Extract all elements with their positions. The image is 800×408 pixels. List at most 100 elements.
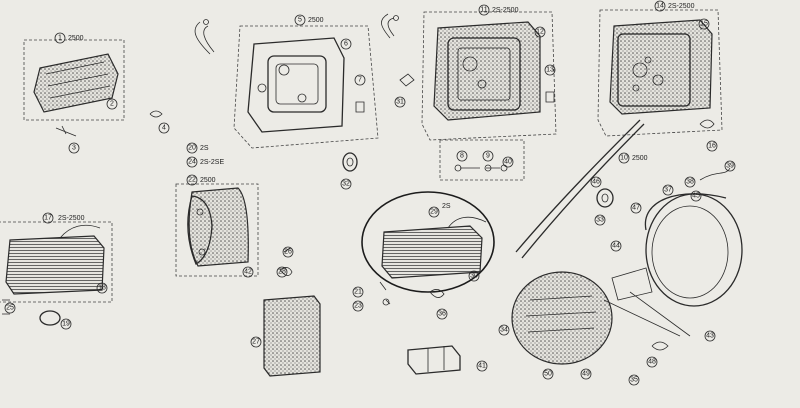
svg-text:2500: 2500 — [308, 17, 324, 24]
svg-text:36: 36 — [438, 311, 446, 318]
label-25: 25 — [4, 302, 16, 314]
svg-text:5: 5 — [298, 17, 302, 24]
label-17: 17 2S-2500 — [42, 212, 85, 224]
svg-text:2500: 2500 — [200, 177, 216, 184]
label-41: 41 — [476, 360, 488, 372]
label-8: 8 — [456, 150, 468, 162]
label-12: 12 — [534, 26, 546, 38]
svg-text:7: 7 — [358, 77, 362, 84]
svg-text:32: 32 — [342, 181, 350, 188]
highlighted-lamp — [361, 191, 495, 306]
label-43: 43 — [704, 330, 716, 342]
headlamp-lens — [511, 271, 613, 365]
connector-block — [407, 345, 461, 375]
screw-set — [439, 139, 525, 181]
label-24: 24 2S-2SE — [186, 156, 224, 168]
headlamp-assembly — [511, 167, 743, 365]
housing-part-5 — [247, 37, 345, 133]
svg-text:10: 10 — [620, 155, 628, 162]
label-4: 4 — [158, 122, 170, 134]
svg-text:2S: 2S — [200, 145, 209, 152]
svg-text:24: 24 — [188, 159, 196, 166]
label-49: 49 — [580, 368, 592, 380]
svg-text:22: 22 — [188, 177, 196, 184]
label-15: 15 — [698, 18, 710, 30]
svg-text:44: 44 — [612, 243, 620, 250]
svg-text:26: 26 — [284, 249, 292, 256]
label-46: 46 — [590, 176, 602, 188]
label-50: 50 — [542, 368, 554, 380]
svg-text:38: 38 — [686, 179, 694, 186]
label-1: 1 2500 — [54, 32, 84, 44]
svg-text:50: 50 — [544, 371, 552, 378]
label-6: 6 — [340, 38, 352, 50]
svg-text:2S-2500: 2S-2500 — [668, 3, 695, 10]
lamp-part-29 — [381, 225, 483, 279]
svg-text:33: 33 — [596, 217, 604, 224]
svg-text:37: 37 — [664, 187, 672, 194]
svg-text:48: 48 — [648, 359, 656, 366]
label-32: 32 — [340, 178, 352, 190]
svg-text:43: 43 — [706, 333, 714, 340]
body-part-22 — [188, 187, 249, 267]
label-38: 38 — [684, 176, 696, 188]
label-40: 40 — [502, 156, 514, 168]
plate-part-27 — [263, 295, 321, 377]
svg-text:40: 40 — [504, 159, 512, 166]
label-23: 23 — [352, 300, 364, 312]
label-3: 3 — [68, 142, 80, 154]
svg-text:2S-2500: 2S-2500 — [492, 7, 519, 14]
label-36: 36 — [436, 308, 448, 320]
svg-text:47: 47 — [632, 205, 640, 212]
svg-text:31: 31 — [396, 99, 404, 106]
svg-text:28: 28 — [278, 269, 286, 276]
label-44: 44 — [610, 240, 622, 252]
svg-text:39: 39 — [726, 163, 734, 170]
svg-text:35: 35 — [630, 377, 638, 384]
label-7: 7 — [354, 74, 366, 86]
svg-text:15: 15 — [700, 21, 708, 28]
label-18: 18 — [96, 282, 108, 294]
label-22: 22 2500 — [186, 174, 216, 186]
svg-text:4: 4 — [162, 125, 166, 132]
svg-text:17: 17 — [44, 215, 52, 222]
label-42: 42 — [242, 266, 254, 278]
reflector-plate — [263, 247, 321, 377]
lamp-group-17 — [0, 221, 113, 326]
svg-text:2S-2SE: 2S-2SE — [200, 159, 224, 166]
svg-text:2: 2 — [110, 101, 114, 108]
svg-text:12: 12 — [536, 29, 544, 36]
svg-text:20: 20 — [188, 145, 196, 152]
label-2: 2 — [106, 98, 118, 110]
svg-text:42: 42 — [244, 269, 252, 276]
svg-text:2S-2500: 2S-2500 — [58, 215, 85, 222]
label-35: 35 — [628, 374, 640, 386]
label-27: 27 — [250, 336, 262, 348]
svg-text:16: 16 — [708, 143, 716, 150]
svg-text:30: 30 — [470, 273, 478, 280]
svg-text:23: 23 — [354, 303, 362, 310]
svg-text:27: 27 — [252, 339, 260, 346]
label-30: 30 — [468, 270, 480, 282]
lens-part-17 — [5, 235, 105, 295]
lens-part-1 — [33, 53, 119, 113]
svg-text:9: 9 — [486, 153, 490, 160]
svg-text:1: 1 — [58, 35, 62, 42]
svg-text:8: 8 — [460, 153, 464, 160]
svg-text:11: 11 — [480, 7, 487, 14]
svg-text:13: 13 — [546, 67, 554, 74]
svg-text:25: 25 — [6, 305, 14, 312]
label-21: 21 — [352, 286, 364, 298]
label-20: 20 2S — [186, 142, 209, 154]
svg-text:21: 21 — [354, 289, 362, 296]
label-16: 16 — [706, 140, 718, 152]
label-31: 31 — [394, 96, 406, 108]
svg-text:49: 49 — [582, 371, 590, 378]
svg-text:2500: 2500 — [68, 35, 84, 42]
svg-text:41: 41 — [478, 363, 486, 370]
lamp-group-5 — [194, 19, 379, 149]
